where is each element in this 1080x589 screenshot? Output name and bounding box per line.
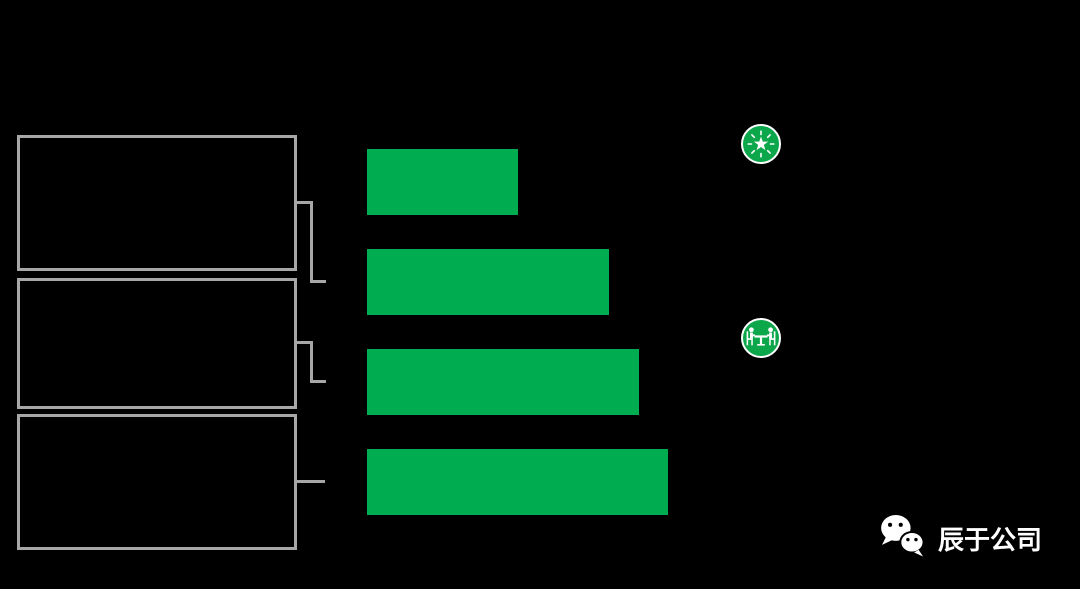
wechat-icon bbox=[876, 511, 930, 565]
star-burst-icon bbox=[739, 122, 783, 166]
annotation-box-2 bbox=[17, 278, 297, 409]
brand-name: 辰于公司 bbox=[938, 525, 1043, 556]
bar-2 bbox=[367, 249, 609, 315]
connector-line bbox=[297, 480, 325, 483]
connector-line bbox=[310, 201, 313, 283]
connector-line bbox=[310, 380, 326, 383]
connector-line bbox=[310, 341, 313, 383]
brand-footer: 辰于公司 bbox=[876, 511, 1042, 565]
bar-1 bbox=[367, 149, 518, 215]
bar-4 bbox=[367, 449, 668, 515]
meeting-table-icon bbox=[739, 316, 783, 360]
connector-line bbox=[310, 280, 326, 283]
bar-3 bbox=[367, 349, 639, 415]
connector-line bbox=[297, 341, 313, 344]
connector-line bbox=[297, 201, 313, 204]
annotation-box-1 bbox=[17, 135, 297, 271]
annotation-box-3 bbox=[17, 414, 297, 550]
